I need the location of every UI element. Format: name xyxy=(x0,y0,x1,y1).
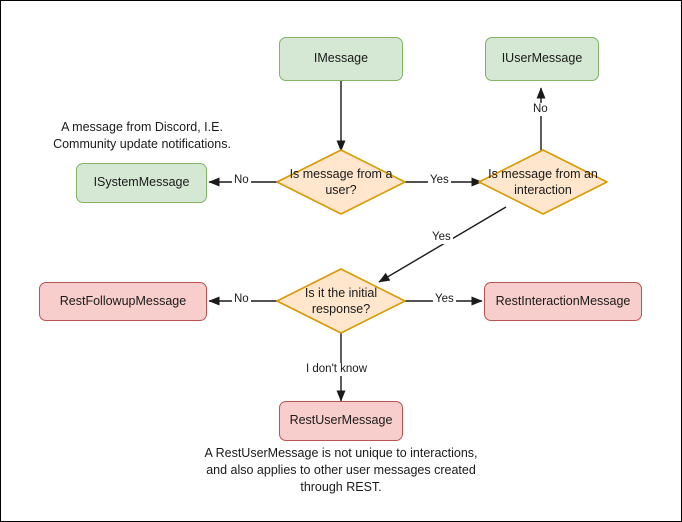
note-rest-user-message: A RestUserMessage is not unique to inter… xyxy=(204,446,478,494)
diamond-shape xyxy=(276,149,406,215)
edge-label-initial-yes: Yes xyxy=(433,293,456,306)
edge-label-initial-no: No xyxy=(232,293,251,306)
node-imessage[interactable]: IMessage xyxy=(279,37,403,81)
node-decision-user-label: Is message from a user? xyxy=(289,167,393,197)
node-isystemmessage-label: ISystemMessage xyxy=(93,175,190,190)
node-restinteractionmessage-label: RestInteractionMessage xyxy=(495,293,631,308)
edge-label-interaction-yes: Yes xyxy=(430,231,453,244)
note-system-message: A message from Discord, I.E. Community u… xyxy=(53,120,231,151)
node-restfollowupmessage-label: RestFollowupMessage xyxy=(59,293,187,308)
edge-label-interaction-no: No xyxy=(531,103,550,116)
edge-label-user-yes: Yes xyxy=(428,174,451,187)
node-iusermessage-label: IUserMessage xyxy=(501,51,583,66)
node-decision-initial-label: Is it the initial response? xyxy=(304,286,378,316)
node-decision-user[interactable]: Is message from a user? xyxy=(276,149,406,215)
node-restinteractionmessage[interactable]: RestInteractionMessage xyxy=(484,282,642,321)
node-isystemmessage[interactable]: ISystemMessage xyxy=(76,163,207,203)
node-decision-initial[interactable]: Is it the initial response? xyxy=(276,268,406,334)
node-decision-interaction[interactable]: Is message from an interaction xyxy=(478,149,608,215)
node-restusermessage-label: RestUserMessage xyxy=(289,413,393,428)
node-restusermessage[interactable]: RestUserMessage xyxy=(279,401,403,441)
edge-label-initial-unknown: I don't know xyxy=(304,363,370,376)
diamond-shape xyxy=(478,149,608,215)
node-imessage-label: IMessage xyxy=(313,51,369,66)
node-restfollowupmessage[interactable]: RestFollowupMessage xyxy=(39,282,207,321)
node-decision-interaction-label: Is message from an interaction xyxy=(488,167,598,197)
node-iusermessage[interactable]: IUserMessage xyxy=(485,37,599,81)
diamond-shape xyxy=(276,268,406,334)
edge-label-user-no: No xyxy=(232,174,251,187)
